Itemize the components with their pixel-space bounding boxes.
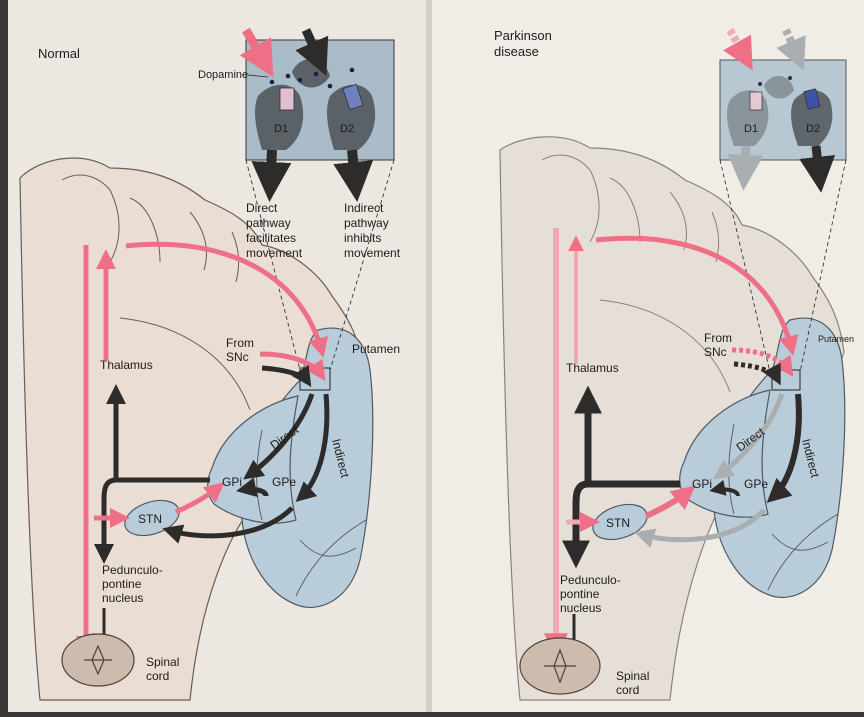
thalamus-label-pd: Thalamus [566,361,619,375]
svg-text:movement: movement [344,246,401,260]
dopamine-label: Dopamine [198,69,248,81]
svg-text:Pedunculo-: Pedunculo- [560,573,621,587]
from-snc-label-line2: SNc [226,350,249,364]
from-snc-label-line1-pd: From [704,331,732,345]
svg-text:cord: cord [616,683,639,697]
d1-receptor [280,88,294,110]
svg-text:Spinal: Spinal [616,669,649,683]
svg-text:Pedunculo-: Pedunculo- [102,563,163,577]
indirect-output-arrow-pd [816,146,820,182]
gpe-label: GPe [272,475,296,489]
svg-text:nucleus: nucleus [560,601,601,615]
svg-text:pathway: pathway [246,216,291,230]
svg-text:pontine: pontine [102,577,142,591]
putamen-label: Putamen [352,342,400,356]
panel-title-parkinson-line2: disease [494,44,539,59]
d1-receptor-pd [750,92,762,110]
d1-label-pd: D1 [744,123,758,135]
thalamus-label: Thalamus [100,358,153,372]
from-snc-label-line1: From [226,336,254,350]
book-gutter [426,0,432,712]
svg-text:inhibits: inhibits [344,231,381,245]
svg-text:Indirect: Indirect [344,201,384,215]
indirect-output-arrow [352,150,356,190]
d2-label: D2 [340,123,354,135]
d2-label-pd: D2 [806,123,820,135]
svg-text:pontine: pontine [560,587,600,601]
svg-text:Spinal: Spinal [146,655,179,669]
d1-label: D1 [274,123,288,135]
svg-text:facilitates: facilitates [246,231,296,245]
panel-title-parkinson-line1: Parkinson [494,28,552,43]
direct-output-arrow [270,150,272,190]
svg-text:pathway: pathway [344,216,389,230]
stn-label-pd: STN [606,516,630,530]
svg-text:movement: movement [246,246,303,260]
panel-title-normal: Normal [38,46,80,61]
svg-text:cord: cord [146,669,169,683]
from-snc-label-line2-pd: SNc [704,345,727,359]
direct-output-arrow-pd [744,146,746,180]
gpi-label-pd: GPi [692,477,712,491]
gpe-label-pd: GPe [744,477,768,491]
gpi-label: GPi [222,475,242,489]
svg-text:nucleus: nucleus [102,591,143,605]
svg-text:Direct: Direct [246,201,278,215]
stn-label: STN [138,512,162,526]
putamen-label-pd: Putamen [818,334,854,344]
